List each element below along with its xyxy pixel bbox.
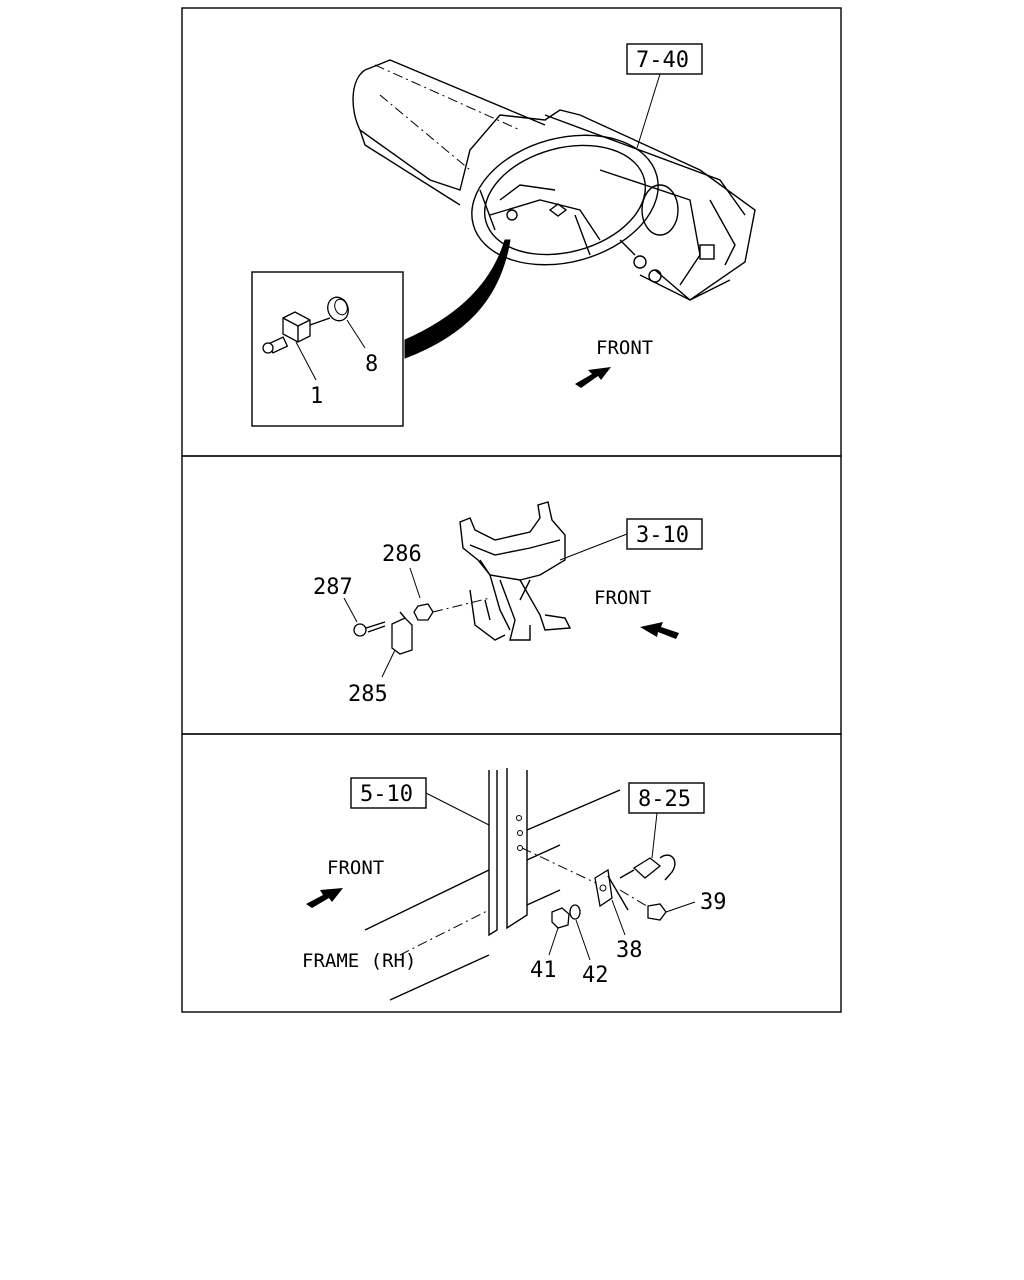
nut-part-icon bbox=[551, 907, 570, 929]
nut-part-icon bbox=[413, 603, 434, 621]
callout-286: 286 bbox=[382, 542, 422, 567]
front-label: FRONT bbox=[594, 587, 651, 609]
panel-pedal: 3-10 286 287 285 FRONT bbox=[181, 455, 842, 735]
ref-box-5-10: 5-10 bbox=[350, 777, 490, 826]
bracket-part-icon bbox=[594, 868, 629, 911]
panel-dashboard: 8 1 7-40 FRONT bbox=[181, 7, 842, 457]
front-label: FRONT bbox=[596, 337, 653, 359]
ref-box-8-25: 8-25 bbox=[628, 782, 705, 859]
svg-text:8-25: 8-25 bbox=[638, 787, 691, 812]
svg-text:5-10: 5-10 bbox=[360, 782, 413, 807]
bolt-part-icon bbox=[647, 903, 667, 921]
svg-text:3-10: 3-10 bbox=[636, 523, 689, 548]
frame-label: FRAME (RH) bbox=[302, 950, 416, 972]
front-arrow-icon bbox=[306, 888, 343, 908]
front-arrow-icon bbox=[575, 367, 611, 388]
leader-swoosh bbox=[404, 239, 511, 359]
callout-8: 8 bbox=[365, 352, 378, 377]
panel-frame-rh: 39 38 41 42 5-10 8-25 FRONT FRAME (RH) bbox=[181, 733, 842, 1013]
ref-box-7-40: 7-40 bbox=[626, 43, 703, 149]
panel-frame bbox=[181, 733, 842, 1013]
sensor-part-icon bbox=[619, 854, 676, 881]
callout-285: 285 bbox=[348, 682, 388, 707]
callout-41: 41 bbox=[530, 958, 557, 983]
bracket-part-icon bbox=[391, 611, 413, 655]
callout-287: 287 bbox=[313, 575, 353, 600]
washer-part-icon bbox=[569, 904, 581, 920]
cap-part-icon bbox=[327, 296, 349, 322]
ref-box-3-10: 3-10 bbox=[559, 518, 703, 561]
front-label: FRONT bbox=[327, 857, 384, 879]
panel-frame bbox=[181, 7, 842, 457]
callout-39: 39 bbox=[700, 890, 727, 915]
pedal-drawing bbox=[459, 501, 572, 641]
panel-frame bbox=[181, 455, 842, 735]
screw-part-icon bbox=[353, 621, 386, 637]
detail-box: 8 1 bbox=[251, 271, 404, 427]
dashboard-drawing bbox=[352, 59, 756, 301]
front-arrow-icon bbox=[640, 622, 679, 639]
callout-38: 38 bbox=[616, 938, 643, 963]
callout-1: 1 bbox=[310, 384, 323, 409]
switch-part-icon bbox=[262, 311, 331, 354]
svg-text:7-40: 7-40 bbox=[636, 48, 689, 73]
frame-drawing bbox=[364, 768, 651, 1001]
callout-42: 42 bbox=[582, 963, 609, 988]
